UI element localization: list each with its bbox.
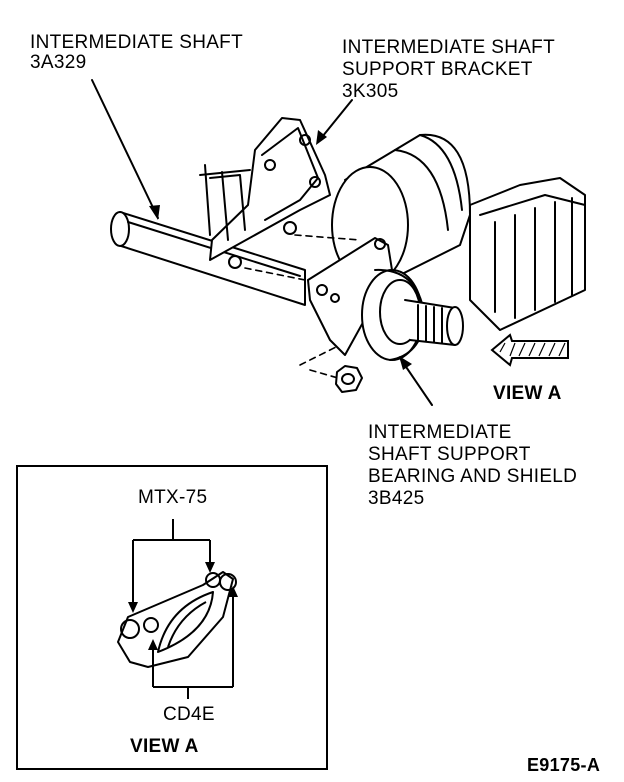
view-a-arrow (490, 333, 569, 367)
nut (335, 365, 363, 393)
inset-caption: VIEW A (130, 736, 199, 757)
bracket-label-line1: INTERMEDIATE SHAFT (342, 37, 555, 58)
intermediate-shaft (110, 211, 306, 306)
transaxle-housing (469, 177, 586, 331)
inset-cd4e-label: CD4E (163, 704, 215, 725)
inset-flange-drawing (117, 519, 238, 699)
inset-mtx75-label: MTX-75 (138, 487, 208, 508)
bracket-label-line2: SUPPORT BRACKET (342, 59, 533, 80)
splined-stub (404, 299, 464, 346)
bearing-label-line1: INTERMEDIATE (368, 422, 512, 443)
view-a-inset: MTX-75 CD4E VIEW A (16, 465, 328, 770)
bracket-part-number: 3K305 (342, 81, 399, 102)
shaft-part-number: 3A329 (30, 52, 87, 73)
support-bracket (199, 117, 331, 269)
bearing-label-line3: BEARING AND SHIELD (368, 466, 578, 487)
shaft-name-label: INTERMEDIATE SHAFT (30, 32, 243, 53)
bearing-label-line2: SHAFT SUPPORT (368, 444, 531, 465)
view-a-label: VIEW A (493, 383, 562, 404)
figure-id: E9175-A (527, 755, 601, 775)
bearing-part-number: 3B425 (368, 488, 425, 509)
